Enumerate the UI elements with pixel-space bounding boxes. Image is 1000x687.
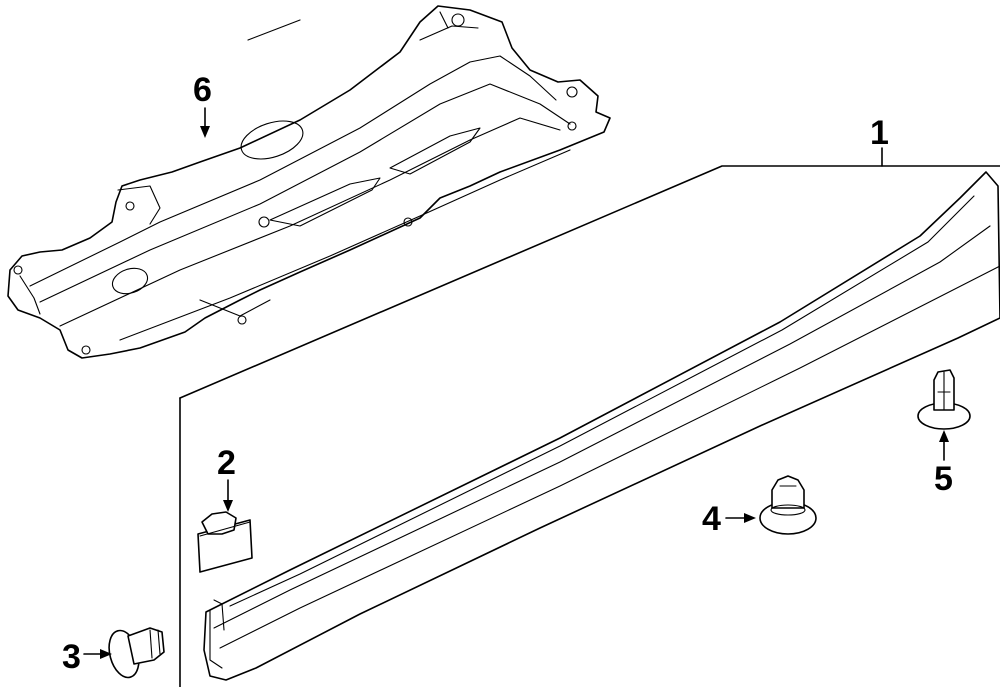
callout-5: 5: [934, 460, 953, 498]
underbody-shield: [7, 5, 611, 359]
callout-4: 4: [702, 500, 721, 538]
callout-6-arrow: [200, 107, 210, 138]
rocker-panel-group-box: [179, 165, 1000, 687]
callout-3-arrow: [83, 649, 112, 659]
clip-bracket: [197, 511, 253, 573]
rocker-panel-molding: [203, 171, 1000, 681]
callout-1: 1: [870, 114, 889, 152]
callout-2: 2: [217, 444, 236, 482]
plastic-rivet: [917, 369, 971, 430]
callout-5-arrow: [939, 430, 949, 461]
clip-fastener: [759, 475, 817, 535]
callout-6: 6: [193, 71, 212, 109]
push-pin: [108, 627, 165, 679]
callout-4-arrow: [725, 513, 756, 523]
callout-2-arrow: [223, 479, 233, 512]
callout-3: 3: [62, 638, 81, 676]
